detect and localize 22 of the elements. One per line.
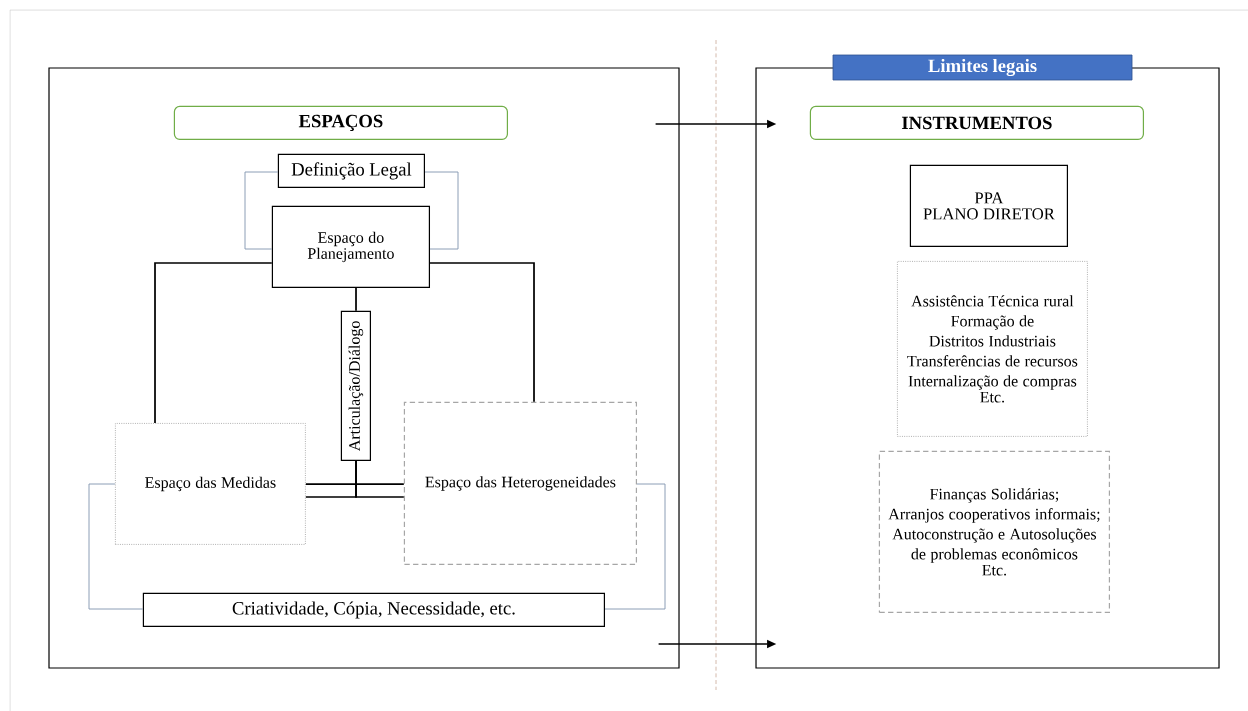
heading-box: ESPAÇOS <box>173 105 508 140</box>
list-box: Finanças Solidárias; Arranjos cooperativos informais; Autoconstrução e Autosoluções de problemas econômicos Etc. <box>878 450 1110 613</box>
connector-line <box>244 171 279 250</box>
connector-line <box>154 262 273 424</box>
list-box: Assistência Técnica rural Formação de Distritos Industriais Transferências de recursos Internalização de compras Etc. <box>896 260 1088 437</box>
panel-frame <box>48 67 680 669</box>
connector-line <box>604 483 666 610</box>
heading-box: INSTRUMENTOS <box>809 105 1144 140</box>
title-tab: Limites legais <box>832 54 1133 81</box>
process-box: Espaço das Medidas <box>114 422 306 545</box>
connector-line <box>305 483 405 485</box>
process-box: Definição Legal <box>277 153 425 188</box>
connector-line <box>355 287 357 312</box>
process-box: Espaço das Heterogeneidades <box>403 401 637 565</box>
connector-line <box>88 483 144 610</box>
connector-line <box>429 262 535 403</box>
process-box: PPA PLANO DIRETOR <box>909 164 1068 247</box>
process-box: Criatividade, Cópia, Necessidade, etc. <box>142 592 605 627</box>
process-box: Articulação/Diálogo <box>340 310 371 461</box>
connector-line <box>424 171 459 250</box>
connector-line <box>355 460 405 498</box>
process-box: Espaço do Planejamento <box>271 205 430 288</box>
